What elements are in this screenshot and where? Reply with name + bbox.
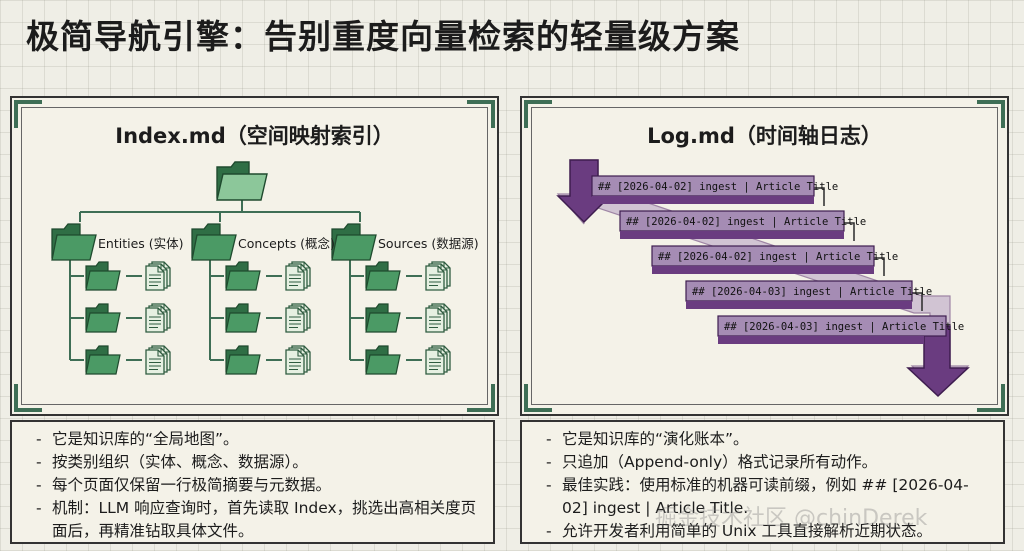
log-entry-text: ## [2026-04-03] ingest | Article Title [692,286,932,298]
index-panel-title: Index.md（空间映射索引） [115,124,394,148]
log-entry-text: ## [2026-04-02] ingest | Article Title [658,251,898,263]
tree-connectors [69,200,422,361]
bullet-item: 它是知识库的“演化账本”。 [546,428,989,451]
corner-bracket [14,384,42,412]
entities-folder-icon [51,223,97,261]
index-bullet-list: 它是知识库的“全局地图”。 按类别组织（实体、概念、数据源）。 每个页面仅保留一… [12,422,493,543]
bullet-item: 按类别组织（实体、概念、数据源）。 [36,451,479,474]
log-description-box: 它是知识库的“演化账本”。 只追加（Append-only）格式记录所有动作。 … [520,420,1005,544]
bullet-item: 最佳实践：使用标准的机器可读前缀，例如 ## [2026-04-02] inge… [546,474,989,520]
index-tree-diagram: Entities (实体) Concepts (概念) Sources (数据源… [51,161,479,375]
log-entry: ## [2026-04-02] ingest | Article Title [591,175,838,204]
index-panel: Index.md（空间映射索引） [10,96,499,416]
log-entry: ## [2026-04-02] ingest | Article Title [651,245,898,274]
category-label: Entities (实体) [98,236,184,251]
log-entry-text: ## [2026-04-02] ingest | Article Title [598,181,838,193]
log-timeline-diagram: ## [2026-04-02] ingest | Article Title #… [556,159,970,398]
step-connectors [814,187,923,311]
corner-bracket [524,384,552,412]
main-title: 极简导航引擎：告别重度向量检索的轻量级方案 [26,17,740,56]
corner-bracket [467,100,495,128]
log-entry: ## [2026-04-03] ingest | Article Title [685,280,932,309]
log-entry-text: ## [2026-04-03] ingest | Article Title [724,321,964,333]
bullet-item: 只追加（Append-only）格式记录所有动作。 [546,451,989,474]
timeline-end-arrow-icon [906,325,970,398]
corner-bracket [977,384,1005,412]
log-bullet-list: 它是知识库的“演化账本”。 只追加（Append-only）格式记录所有动作。 … [522,422,1003,543]
bullet-item: 它是知识库的“全局地图”。 [36,428,479,451]
index-description-box: 它是知识库的“全局地图”。 按类别组织（实体、概念、数据源）。 每个页面仅保留一… [10,420,495,544]
log-panel-title: Log.md（时间轴日志） [647,124,882,148]
root-folder-icon [216,161,268,201]
log-panel: Log.md（时间轴日志） ## [2026-04-02] ingest | A… [520,96,1009,416]
bullet-item: 每个页面仅保留一行极简摘要与元数据。 [36,474,479,497]
bullet-item: 机制：LLM 响应查询时，首先读取 Index，挑选出高相关度页面后，再精准钻取… [36,497,479,543]
document-icons [146,262,450,374]
panel-inner-frame [531,107,998,405]
sources-folder-icon [331,223,377,261]
log-entry: ## [2026-04-02] ingest | Article Title [619,210,866,239]
log-entry: ## [2026-04-03] ingest | Article Title [717,315,964,344]
corner-bracket [14,100,42,128]
concepts-folder-icon [191,223,237,261]
corner-bracket [977,100,1005,128]
category-label: Sources (数据源) [378,236,479,251]
corner-bracket [524,100,552,128]
bullet-item: 允许开发者利用简单的 Unix 工具直接解析近期状态。 [546,520,989,543]
log-entry-text: ## [2026-04-02] ingest | Article Title [626,216,866,228]
category-label: Concepts (概念) [238,236,335,251]
corner-bracket [467,384,495,412]
panel-inner-frame [21,107,488,405]
